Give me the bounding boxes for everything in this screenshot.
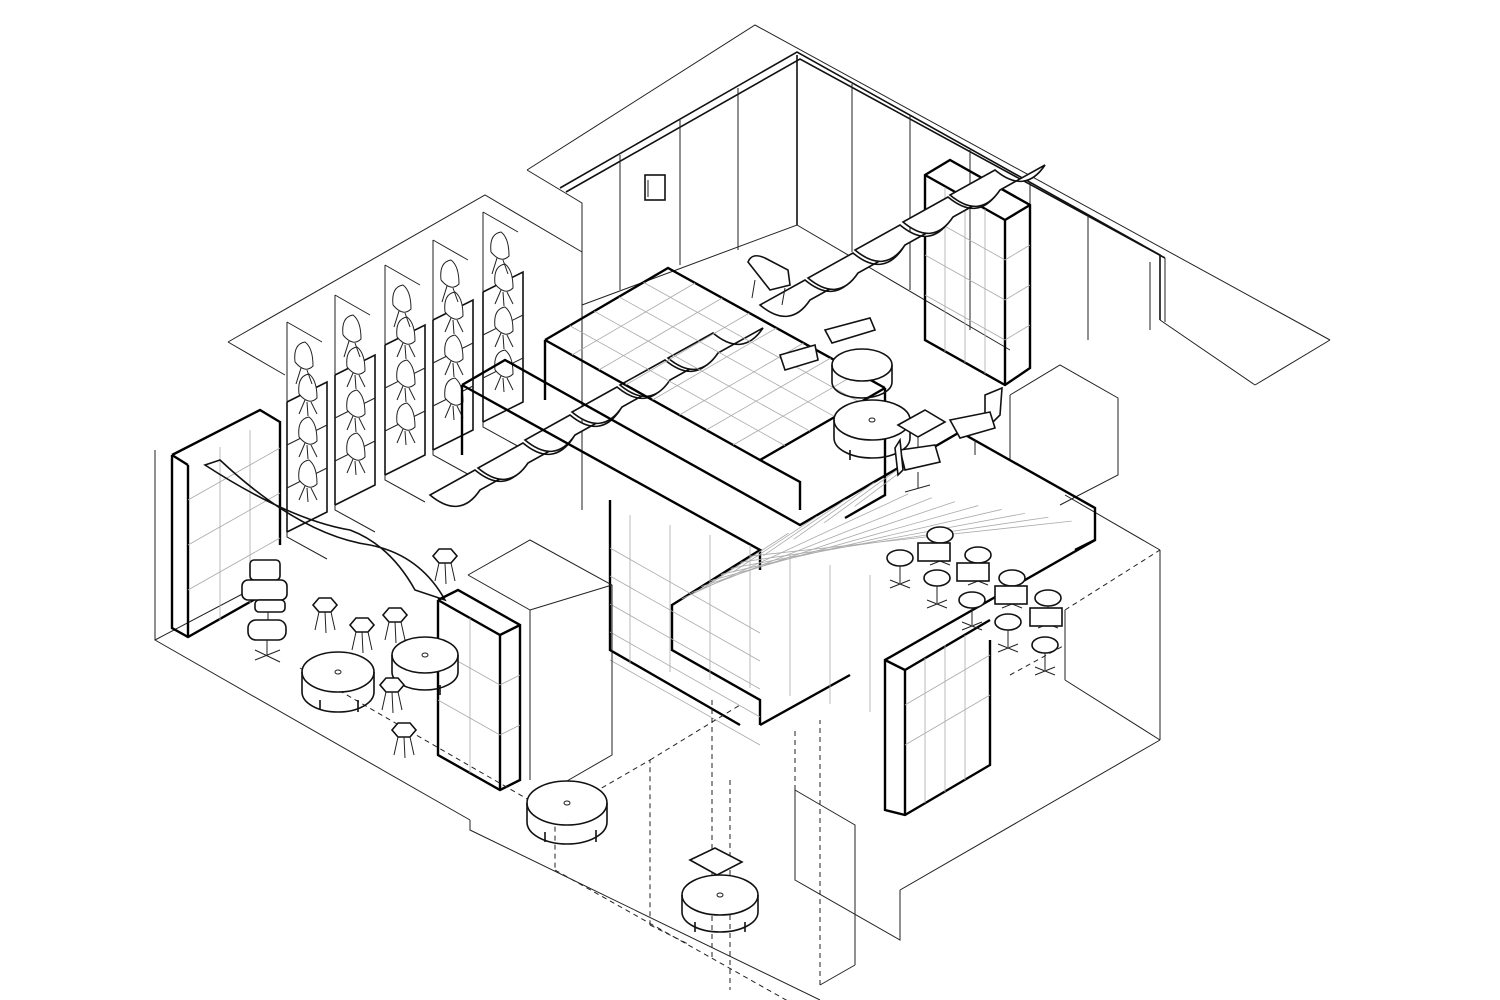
shelf-unit <box>286 321 328 560</box>
lounge-furniture <box>241 548 459 759</box>
bar-stool-icon <box>886 549 914 589</box>
eames-chair-shelving <box>286 211 524 560</box>
eames-chair-icon <box>298 416 318 460</box>
round-coffee-table-icon <box>391 636 459 695</box>
bar-stool-icon <box>994 613 1022 653</box>
back-wall-panels <box>581 55 1089 360</box>
eames-chair-icon <box>444 334 464 378</box>
eames-chair-icon <box>494 306 514 350</box>
eames-chair-icon <box>298 459 318 503</box>
eames-chair-icon <box>298 373 318 417</box>
curved-canopies <box>428 164 1046 508</box>
hex-stool-icon <box>311 597 339 634</box>
eames-chair-icon <box>392 284 412 328</box>
eames-chair-icon <box>494 349 514 393</box>
shelf-unit <box>482 211 524 450</box>
eames-chair-icon <box>346 389 366 433</box>
laptop-icon <box>956 562 990 582</box>
hex-stool-icon <box>378 677 406 714</box>
lounge-chair-icon <box>778 317 877 371</box>
canopy-panel <box>948 164 1046 208</box>
round-table-icon <box>526 780 608 845</box>
ottoman-icon <box>247 619 287 663</box>
office-chair-icon <box>948 386 1003 455</box>
central-glass-block <box>460 358 1097 817</box>
round-table-icon <box>681 847 759 933</box>
laptop-icon <box>994 585 1028 605</box>
stool-clusters <box>886 526 1063 676</box>
eames-chair-icon <box>342 314 362 358</box>
hex-stool-icon <box>390 722 418 759</box>
hex-stool-icon <box>348 617 376 654</box>
round-table-icon <box>831 348 893 399</box>
eames-chair-icon <box>490 231 510 275</box>
front-glass-cabinet <box>436 539 613 792</box>
shelf-unit <box>334 294 376 533</box>
bar-stool-icon <box>958 591 986 631</box>
window-icon <box>644 174 666 201</box>
cafe-tables <box>526 348 947 933</box>
office-chair-icon <box>894 437 942 493</box>
eames-chair-icon <box>494 263 514 307</box>
eames-chair-icon <box>396 359 416 403</box>
hex-stool-icon <box>381 607 409 644</box>
eames-chair-icon <box>444 291 464 335</box>
eames-chair-icon <box>346 432 366 476</box>
shell-chair-icon <box>747 254 791 306</box>
bar-stool-icon <box>1031 636 1059 676</box>
left-curved-canopy <box>203 459 447 602</box>
eames-chair-icon <box>396 316 416 360</box>
eames-chair-icon <box>346 346 366 390</box>
eames-chair-icon <box>444 377 464 421</box>
upper-glass-box <box>543 266 887 520</box>
eames-chair-icon <box>396 402 416 446</box>
laptop-icon <box>917 542 951 562</box>
bar-stool-icon <box>923 569 951 609</box>
eames-chair-icon <box>440 259 460 303</box>
laptop-icon <box>1029 607 1063 627</box>
shelf-unit <box>432 239 474 478</box>
hex-stool-icon <box>431 548 459 585</box>
shelf-unit <box>384 264 426 503</box>
canopy-panel <box>666 327 764 371</box>
perimeter-wall <box>154 24 1331 1000</box>
lounge-chair-icon <box>241 559 288 625</box>
eames-chair-icon <box>294 341 314 385</box>
round-coffee-table-icon <box>301 651 375 713</box>
office-chairs <box>747 254 1003 493</box>
